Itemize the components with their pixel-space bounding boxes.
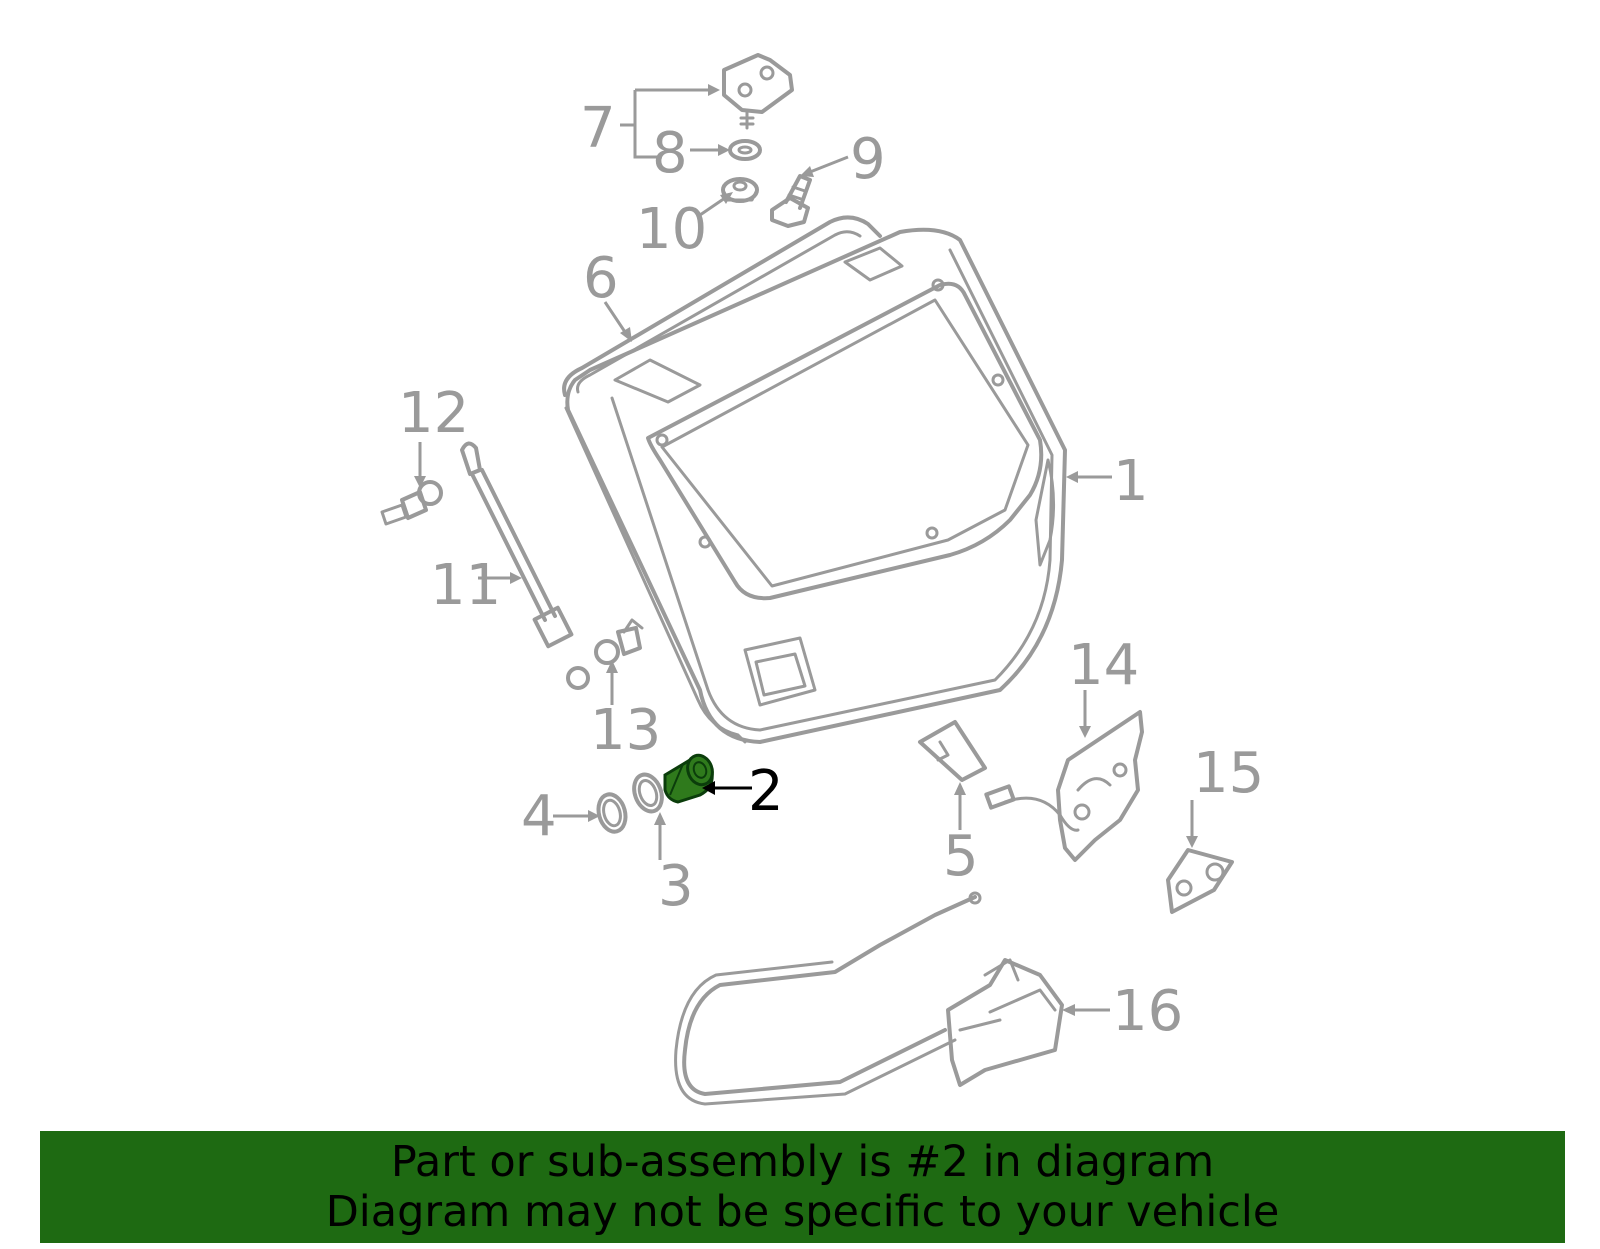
part-11-gas-strut[interactable]: [460, 441, 590, 690]
callout-4[interactable]: 4: [521, 784, 557, 849]
part-12-ball-stud[interactable]: [380, 480, 443, 526]
callout-16[interactable]: 16: [1112, 979, 1183, 1044]
part-16-release-handle[interactable]: [946, 958, 1064, 1087]
callout-15[interactable]: 15: [1193, 741, 1264, 806]
callout-9[interactable]: 9: [850, 127, 886, 192]
callout-7[interactable]: 7: [580, 96, 616, 161]
part-8-washer[interactable]: [728, 139, 762, 161]
callout-14[interactable]: 14: [1068, 633, 1139, 698]
part-16-release-cable[interactable]: [674, 891, 982, 1106]
callout-10[interactable]: 10: [636, 197, 707, 262]
leader-lines: [414, 84, 1198, 1016]
banner-line-disclaimer: Diagram may not be specific to your vehi…: [325, 1187, 1280, 1237]
part-7-hinge[interactable]: [722, 53, 794, 130]
part-14-latch[interactable]: [984, 710, 1144, 862]
part-5-pad[interactable]: [918, 720, 987, 782]
callout-11[interactable]: 11: [430, 553, 501, 618]
callout-labels: 1 2 3 4 5 6 7 8 9 10 11 12 13 14 15 16: [398, 96, 1264, 1044]
part-4-washer[interactable]: [595, 791, 630, 834]
callout-8[interactable]: 8: [652, 121, 688, 186]
part-6-weatherstrip[interactable]: [562, 215, 882, 744]
callout-2[interactable]: 2: [748, 759, 784, 824]
callout-13[interactable]: 13: [590, 698, 661, 763]
part-2-bumper-highlighted[interactable]: [663, 752, 716, 804]
banner-line-part-info: Part or sub-assembly is #2 in diagram: [390, 1137, 1215, 1187]
part-13-ball-stud[interactable]: [594, 618, 644, 665]
liftgate-exploded-diagram: 1 2 3 4 5 6 7 8 9 10 11 12 13 14 15 16: [380, 53, 1264, 1106]
part-3-washer[interactable]: [629, 771, 666, 816]
callout-6[interactable]: 6: [583, 246, 619, 311]
part-15-striker[interactable]: [1166, 848, 1234, 914]
part-9-bolt[interactable]: [770, 174, 812, 228]
callout-1[interactable]: 1: [1113, 449, 1149, 514]
part-1-liftgate[interactable]: [565, 227, 1067, 744]
callout-5[interactable]: 5: [943, 824, 979, 889]
callout-3[interactable]: 3: [658, 854, 694, 919]
callout-12[interactable]: 12: [398, 381, 469, 446]
info-banner: Part or sub-assembly is #2 in diagram Di…: [40, 1131, 1565, 1243]
